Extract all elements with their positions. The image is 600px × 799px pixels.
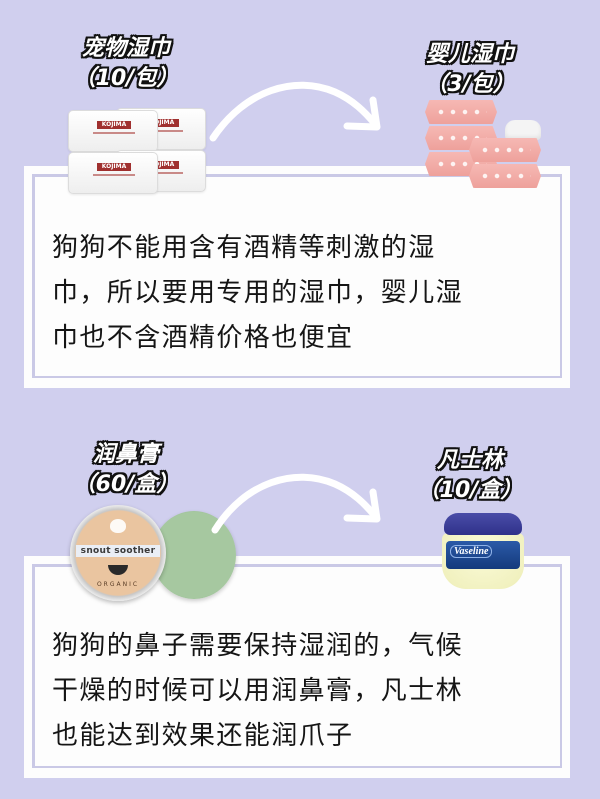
curved-arrow-icon bbox=[211, 473, 381, 534]
curved-arrow-icon bbox=[209, 81, 381, 142]
product-price: （10/盒） bbox=[417, 478, 523, 503]
snout-soother-product-image: snout soother ORGANIC bbox=[70, 505, 240, 605]
card-inner-border bbox=[32, 564, 562, 768]
product-label-vaseline: 凡士林 （10/盒） bbox=[400, 446, 540, 506]
description-line: 也能达到效果还能润爪子 bbox=[52, 721, 354, 751]
product-label-pet-wipes: 宠物湿巾 （10/包） bbox=[56, 34, 196, 94]
description-text: 狗狗的鼻子需要保持湿润的，气候 干燥的时候可以用润鼻膏，凡士林 也能达到效果还能… bbox=[52, 624, 550, 759]
card-inner-border bbox=[32, 174, 562, 378]
description-line: 干燥的时候可以用润鼻膏，凡士林 bbox=[52, 676, 464, 706]
description-line: 巾，所以要用专用的湿巾，婴儿湿 bbox=[52, 278, 464, 308]
pet-wipes-product-image: KOJIMA KOJIMA KOJIMA KOJIMA bbox=[68, 108, 206, 194]
product-name: 凡士林 bbox=[436, 448, 503, 473]
description-line: 巾也不含酒精价格也便宜 bbox=[52, 323, 354, 353]
product-name: 宠物湿巾 bbox=[81, 36, 170, 61]
description-line: 狗狗的鼻子需要保持湿润的，气候 bbox=[52, 631, 464, 661]
vaseline-product-image: Vaseline bbox=[442, 513, 524, 591]
description-line: 狗狗不能用含有酒精等刺激的湿 bbox=[52, 233, 436, 263]
product-name: 婴儿湿巾 bbox=[425, 42, 514, 67]
product-price: （60/盒） bbox=[73, 472, 179, 497]
product-price: （3/包） bbox=[425, 72, 515, 97]
product-label-nose-balm: 润鼻膏 （60/盒） bbox=[56, 440, 196, 500]
product-label-baby-wipes: 婴儿湿巾 （3/包） bbox=[400, 40, 540, 100]
description-card-wipes: 狗狗不能用含有酒精等刺激的湿 巾，所以要用专用的湿巾，婴儿湿 巾也不含酒精价格也… bbox=[24, 166, 570, 388]
product-name: 润鼻膏 bbox=[92, 442, 159, 467]
description-card-nose-balm: 狗狗的鼻子需要保持湿润的，气候 干燥的时候可以用润鼻膏，凡士林 也能达到效果还能… bbox=[24, 556, 570, 778]
product-price: （10/包） bbox=[73, 66, 179, 91]
description-text: 狗狗不能用含有酒精等刺激的湿 巾，所以要用专用的湿巾，婴儿湿 巾也不含酒精价格也… bbox=[52, 226, 550, 361]
baby-wipes-product-image bbox=[425, 100, 545, 192]
